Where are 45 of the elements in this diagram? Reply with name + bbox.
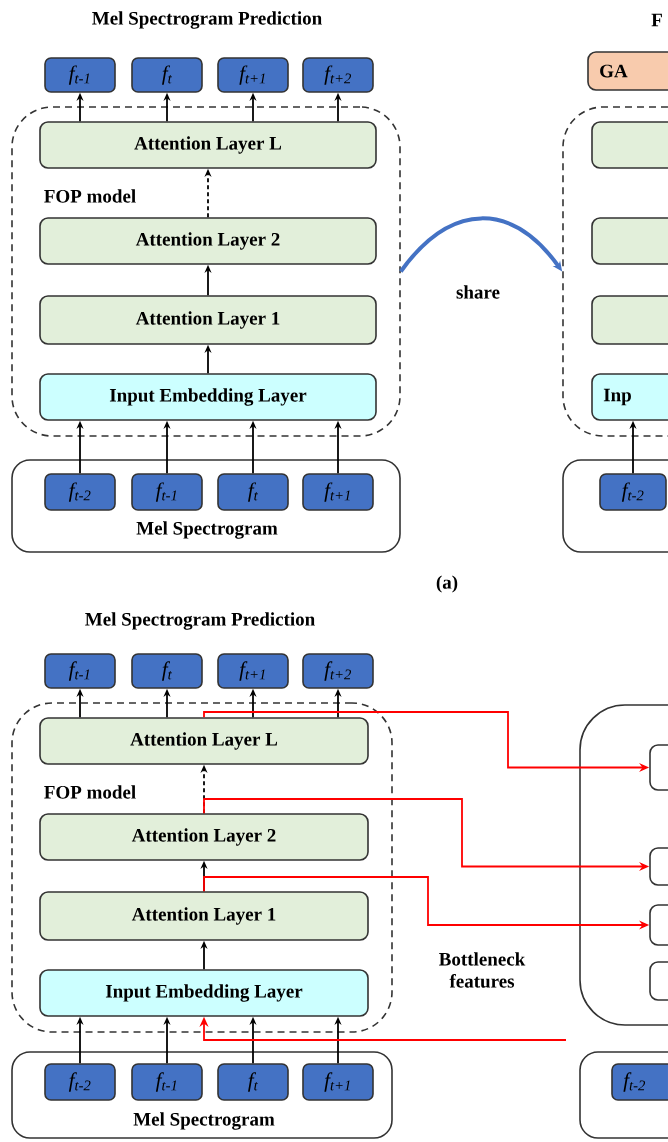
frame-box: f$_{t+1}$ — [217, 57, 289, 93]
dashed-model-region — [562, 106, 668, 437]
annotation-text: Bottleneck features — [439, 952, 526, 988]
frame-box: f$_{t-1}$ — [44, 653, 116, 689]
frame-box: f$_{t-1}$ — [44, 57, 116, 93]
panel-label: (a) — [436, 575, 458, 593]
input-container — [579, 1051, 668, 1139]
frame-box: f$_{t-1}$ — [131, 1063, 203, 1101]
layer-box — [591, 121, 668, 169]
output-box: GA — [587, 51, 668, 91]
frame-box: f$_{t+1}$ — [217, 653, 289, 689]
section-label: F — [651, 13, 662, 27]
embedding-box: Inp — [591, 373, 668, 421]
embedding-box: Input Embedding Layer — [39, 969, 369, 1017]
frame-box: f$_{t-2}$ — [611, 1063, 668, 1101]
layer-box: Attention Layer L — [39, 717, 369, 765]
frame-box: f$_{t-1}$ — [131, 473, 203, 511]
section-label: Mel Spectrogram Prediction — [92, 11, 322, 29]
frame-box: f$_{t-2}$ — [44, 473, 116, 511]
layer-box — [591, 217, 668, 265]
frame-box: f$_{t}$ — [131, 653, 203, 689]
layer-box: Attention Layer 1 — [39, 891, 369, 941]
frame-box: f$_{t}$ — [131, 57, 203, 93]
frame-box: f$_{t-2}$ — [44, 1063, 116, 1101]
frame-box: f$_{t+1}$ — [302, 1063, 374, 1101]
frame-box: f$_{t}$ — [217, 473, 289, 511]
layer-box: Attention Layer L — [39, 121, 377, 169]
module-box — [649, 847, 668, 886]
layer-box: Attention Layer 2 — [39, 217, 377, 265]
frame-box: f$_{t-2}$ — [599, 473, 667, 511]
layer-box: Attention Layer 2 — [39, 813, 369, 861]
layer-box: Attention Layer 1 — [39, 295, 377, 345]
frame-box: f$_{t}$ — [217, 1063, 289, 1101]
module-box — [649, 961, 668, 1001]
frame-box: f$_{t+1}$ — [302, 473, 374, 511]
frame-box: f$_{t+2}$ — [302, 57, 374, 93]
edge-label: share — [455, 284, 501, 300]
module-box — [649, 744, 668, 791]
layer-box — [591, 295, 668, 345]
frame-box: f$_{t+2}$ — [302, 653, 374, 689]
module-container — [579, 704, 668, 1026]
module-box — [649, 904, 668, 946]
embedding-box: Input Embedding Layer — [39, 373, 377, 421]
section-label: Mel Spectrogram Prediction — [85, 612, 315, 630]
input-container — [562, 459, 668, 553]
